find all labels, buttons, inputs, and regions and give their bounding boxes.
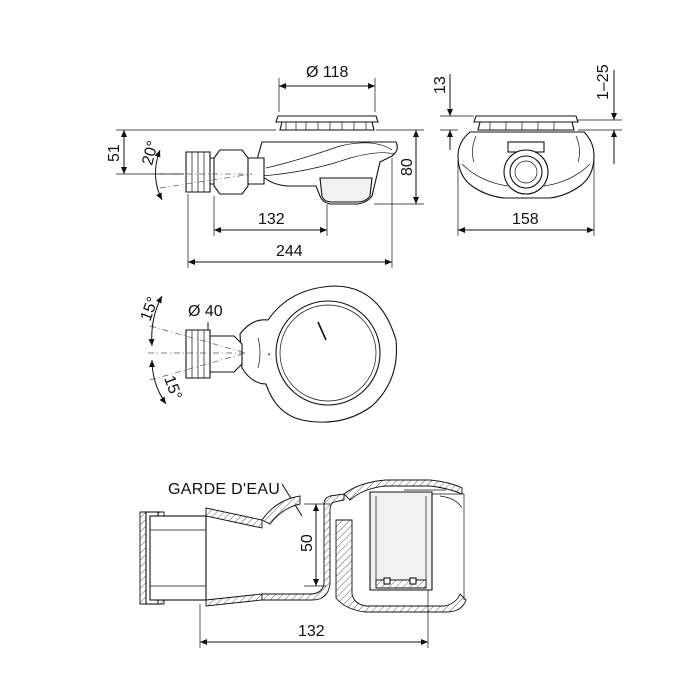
side-view: Ø 118 51 20°: [106, 64, 424, 268]
angle-20-label: 20°: [139, 139, 162, 167]
top-outlet-nut: [205, 335, 243, 373]
outlet-nut: [213, 149, 249, 195]
height-51-label: 51: [106, 144, 123, 162]
angle-15-lower-label: 15°: [160, 374, 184, 403]
diameter-118-label: Ø 118: [306, 64, 349, 81]
top-grate-slot: [317, 321, 327, 341]
section-view: GARDE D'EAU 50 132: [139, 479, 467, 648]
section-wall-seal: [261, 493, 345, 601]
svg-text:▪: ▪: [268, 352, 270, 358]
grate-body: [279, 121, 375, 131]
section-outlet-pipe: [149, 515, 207, 601]
section-nut-upper: [205, 507, 263, 529]
top-grate-outer: [275, 300, 381, 406]
water-seal-label: GARDE D'EAU: [168, 481, 280, 498]
diameter-40-label: Ø 40: [188, 303, 223, 320]
section-nut-lower: [205, 593, 263, 607]
top-view: Ø 40 ▪ 15° 15°: [138, 285, 398, 423]
angle-15-upper-label: 15°: [138, 295, 162, 324]
section-bell: [369, 491, 433, 591]
front-grate-body: [477, 121, 575, 131]
front-grate-cover: [473, 115, 579, 123]
adjust-1-25-label: 1–25: [595, 64, 612, 100]
front-view: 13 1–25 158: [432, 64, 622, 236]
section-wall-upper: [261, 495, 301, 525]
height-13-label: 13: [432, 76, 449, 94]
grate-cover: [275, 115, 379, 123]
trap-bowl: [319, 177, 373, 203]
length-244-label: 244: [276, 243, 303, 260]
angle-20-arc: [154, 149, 163, 201]
angle-15-lower-arc: [149, 359, 167, 405]
angle-15-upper-arc: [148, 295, 163, 347]
section-offset-132-label: 132: [298, 623, 325, 640]
offset-132-label: 132: [258, 211, 285, 228]
width-158-label: 158: [512, 211, 539, 228]
seal-50-label: 50: [299, 534, 316, 552]
section-wall-bottom: [335, 519, 467, 613]
height-80-label: 80: [399, 158, 416, 176]
